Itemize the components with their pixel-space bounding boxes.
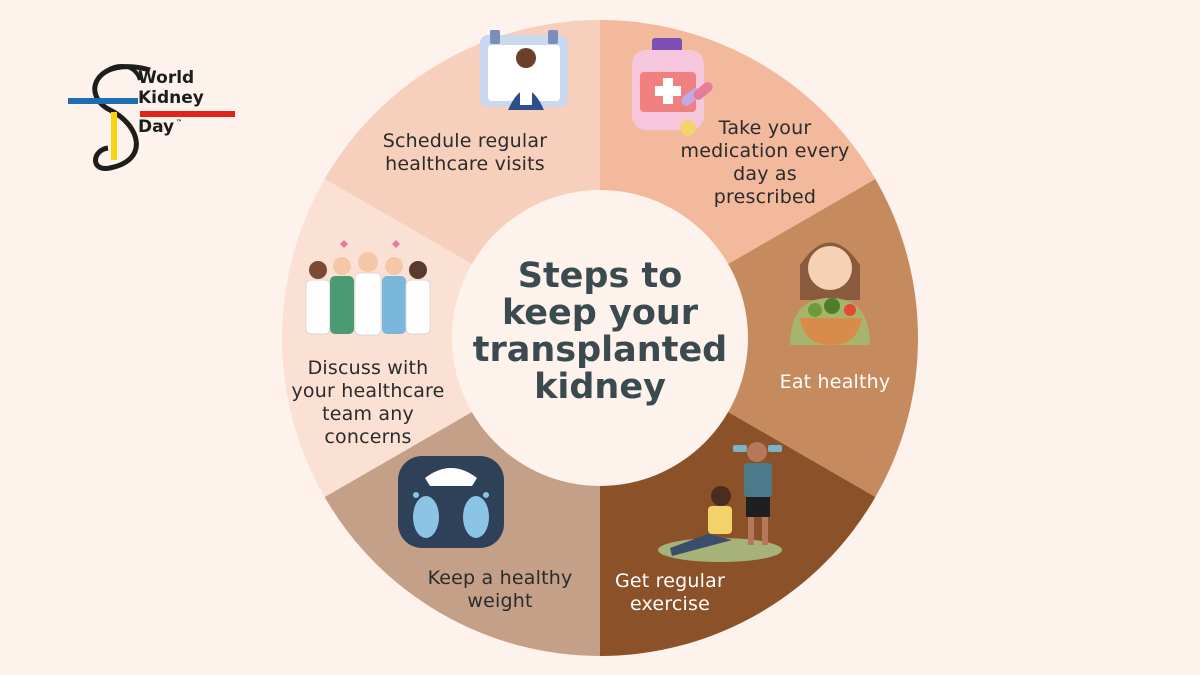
segment-label-schedule: Schedule regular healthcare visits [382,130,548,175]
logo-blue-dots [68,98,88,104]
logo-text-world: World [138,68,194,88]
logo-text-kidney: Kidney [138,88,204,108]
center-circle [452,190,748,486]
doctor-calendar-icon [480,30,568,110]
world-kidney-day-logo: World Kidney Day ™ [68,64,235,171]
weight-scale-icon [398,456,504,548]
logo-text-day: Day [138,117,174,137]
logo-arc [94,64,142,84]
center-title: Steps to keep your transplanted kidney [472,256,728,407]
exercise-people-icon [658,442,782,562]
segment-label-exercise: Get regular exercise [614,570,726,615]
healthcare-team-icon [305,240,431,336]
woman-salad-icon [790,242,870,345]
logo-yellow-bar [111,112,117,160]
segment-label-weight: Keep a healthy weight [427,567,573,612]
logo-red-bar [140,111,235,117]
logo-trademark: ™ [176,119,182,126]
segment-label-medication: Take your medication every day as prescr… [680,117,850,208]
segment-label-discuss: Discuss with your healthcare team any co… [291,357,445,448]
segment-label-eat-healthy: Eat healthy [779,371,891,393]
logo-blue-bar [68,98,138,104]
medicine-bottle-icon [632,38,713,136]
